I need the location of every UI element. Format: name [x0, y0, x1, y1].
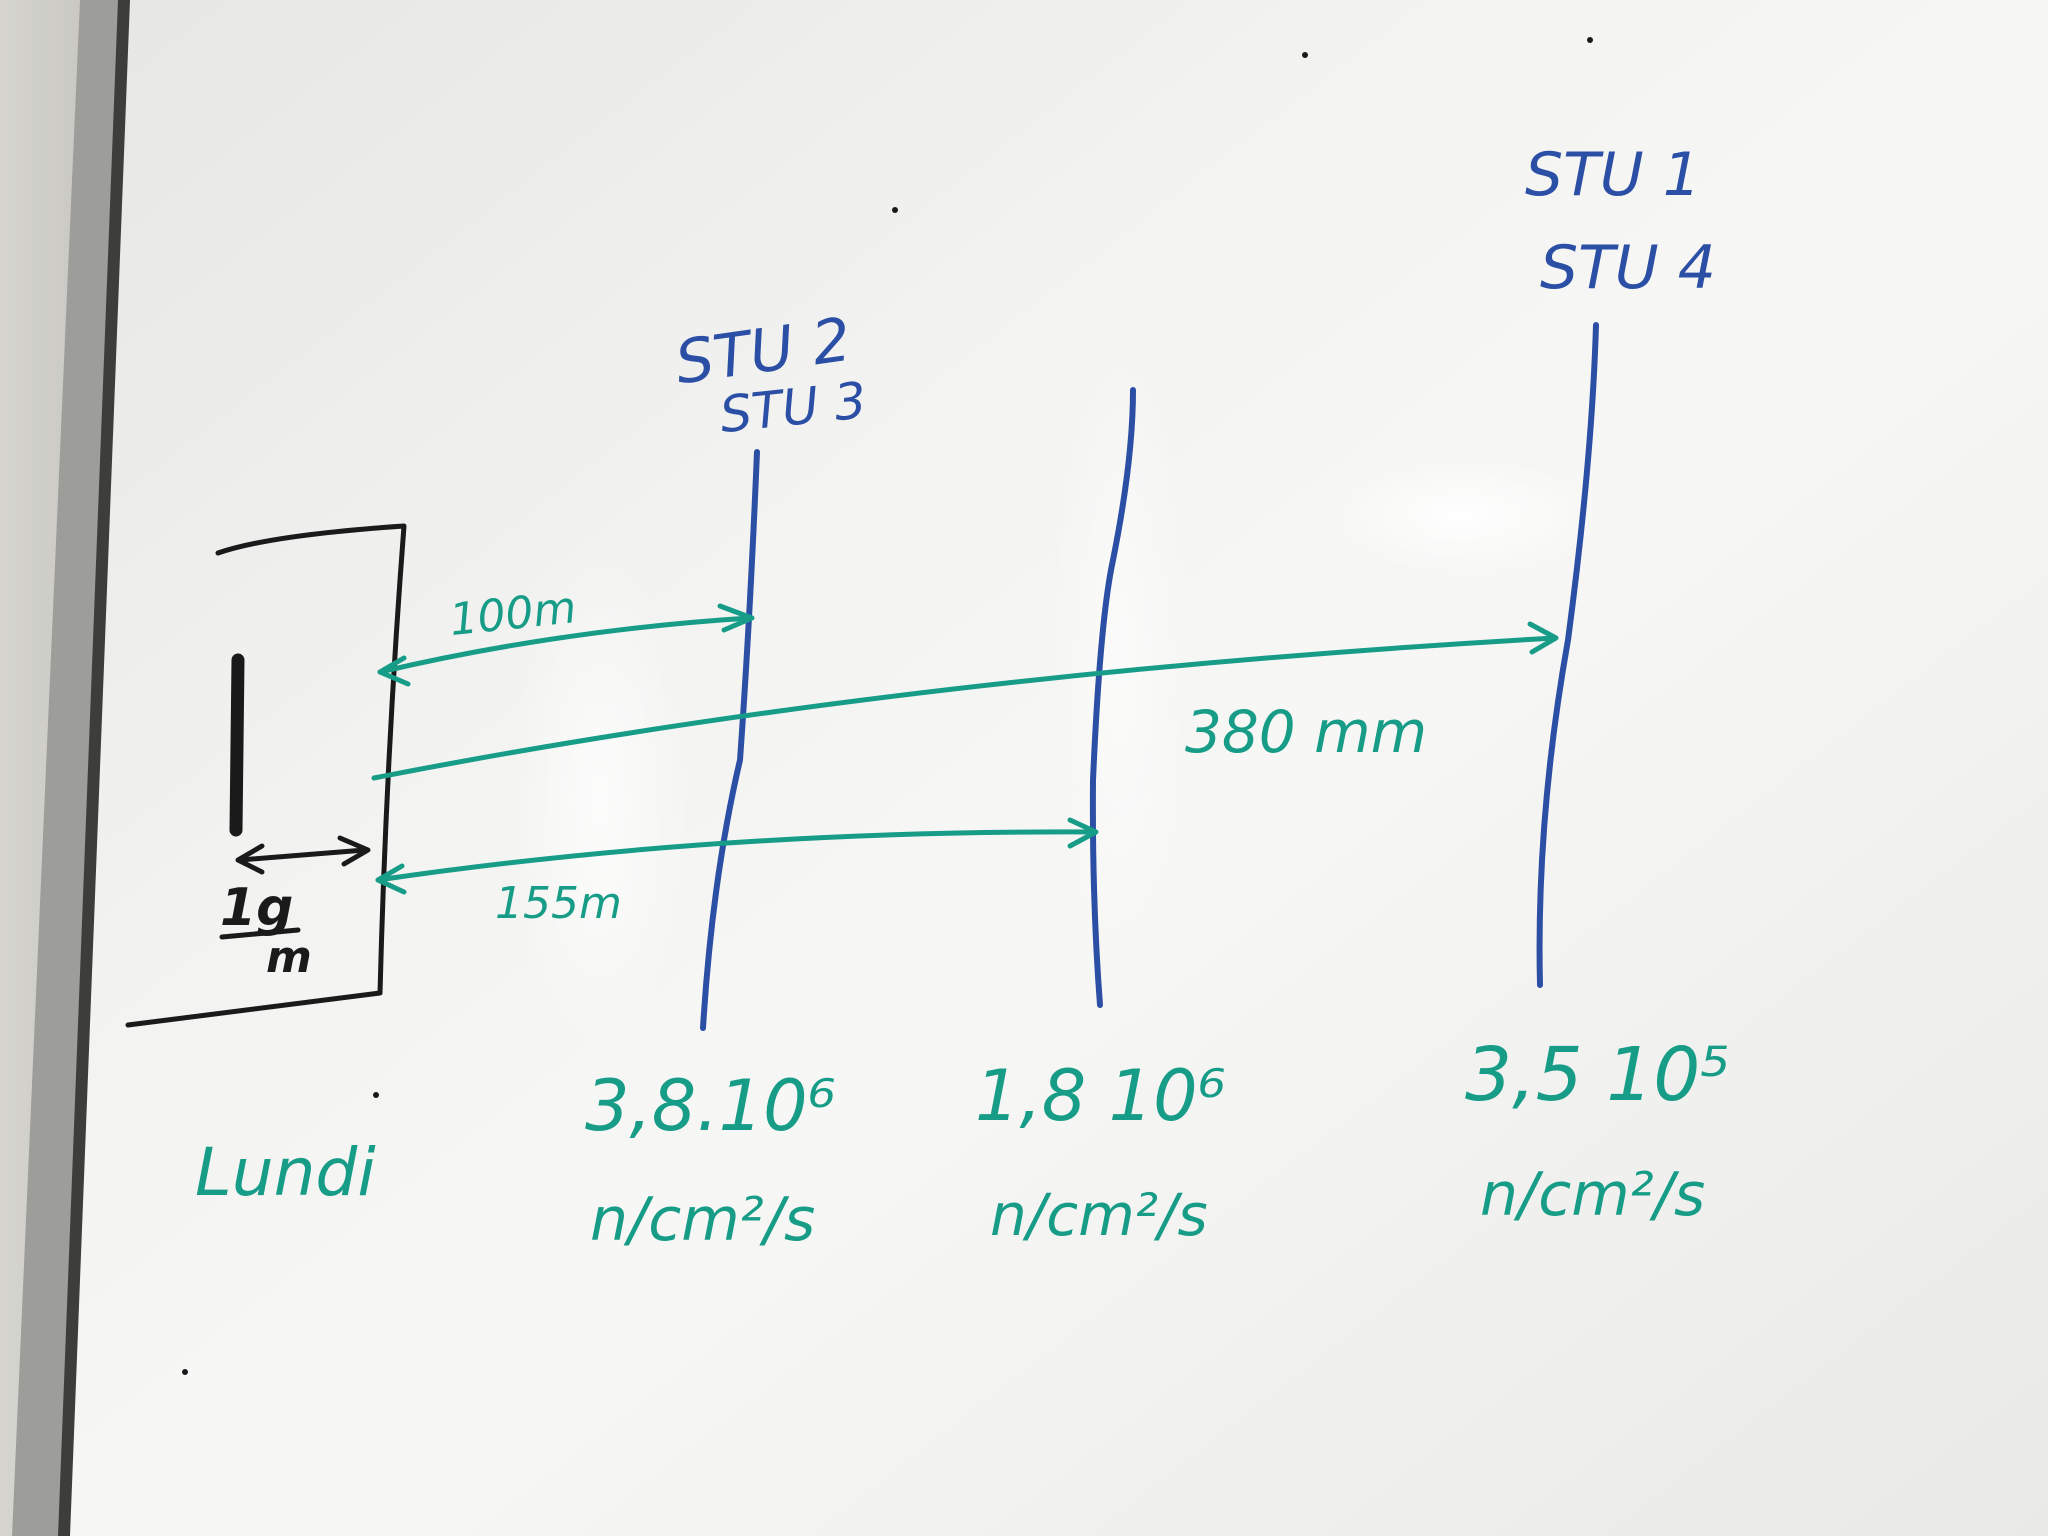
arrowhead-icon — [1067, 817, 1099, 849]
source-dimension-arrow — [237, 847, 368, 863]
distance-label-2: 155m — [495, 878, 622, 929]
station-line-2 — [1089, 387, 1136, 1008]
source-box — [125, 523, 407, 1028]
station-line-3 — [1536, 322, 1599, 988]
board-frame — [12, 0, 125, 1536]
fraction-bar — [219, 927, 301, 940]
flux-value-1: 3,8.10⁶ — [585, 1065, 836, 1147]
arrowhead-icon — [375, 863, 407, 895]
station-line-1 — [700, 449, 760, 1031]
arrowhead-icon — [235, 843, 265, 875]
arrowhead-icon — [337, 835, 371, 867]
source-bar — [229, 653, 245, 837]
glare — [510, 540, 690, 1060]
glare — [1320, 455, 1600, 575]
source-dimension-bottom: m — [266, 932, 312, 983]
distance-label-3: 380 mm — [1185, 698, 1427, 766]
arrowhead-icon — [717, 603, 755, 633]
flux-unit-3: n/cm²/s — [1480, 1160, 1705, 1230]
day-label: Lundi — [195, 1134, 376, 1211]
source-dimension-top: 1g — [220, 878, 293, 938]
marker-specks — [182, 37, 1593, 1375]
board-frame-inner — [58, 0, 132, 1536]
flux-value-2: 1,8 10⁶ — [975, 1055, 1226, 1137]
flux-unit-2: n/cm²/s — [990, 1181, 1208, 1249]
station-label-3-line-1: STU 1 — [1525, 140, 1701, 210]
flux-unit-1: n/cm²/s — [590, 1185, 815, 1255]
flux-value-3: 3,5 10⁵ — [1465, 1032, 1730, 1118]
arrowhead-icon — [1527, 621, 1559, 655]
arrowhead-icon — [377, 655, 411, 687]
distance-arrow-3 — [371, 635, 1558, 781]
distance-arrow-2 — [375, 829, 1098, 883]
glare — [1050, 330, 1190, 970]
distance-arrow-1 — [377, 615, 753, 675]
station-label-3-line-2: STU 4 — [1540, 233, 1716, 303]
station-label-3: STU 1 STU 4 — [1525, 140, 1716, 303]
